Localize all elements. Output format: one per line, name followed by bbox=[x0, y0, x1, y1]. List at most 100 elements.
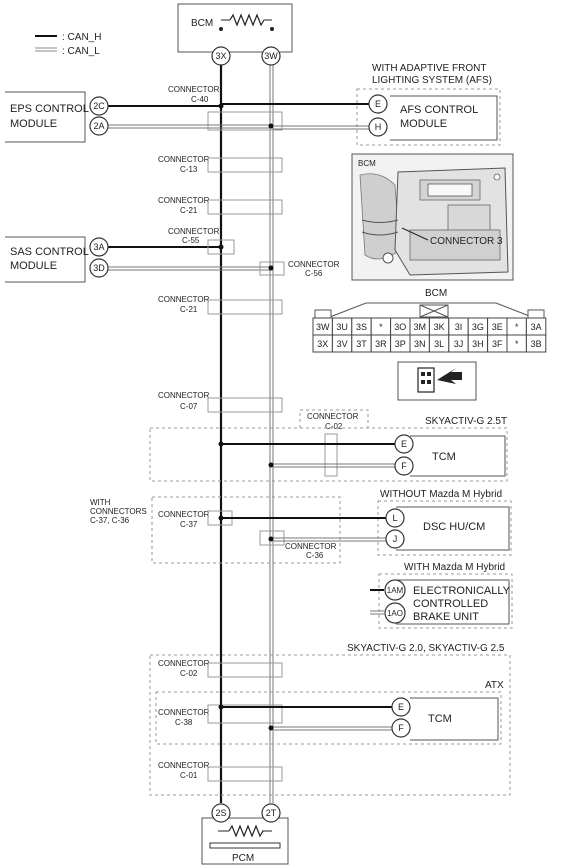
svg-text:C-02: C-02 bbox=[325, 422, 343, 431]
svg-text:CONNECTOR: CONNECTOR bbox=[158, 391, 210, 400]
svg-text:E: E bbox=[398, 702, 404, 712]
pinout-cell bbox=[525, 334, 547, 353]
svg-text:WITH Mazda M Hybrid: WITH Mazda M Hybrid bbox=[404, 562, 505, 573]
svg-text:2C: 2C bbox=[93, 101, 105, 111]
pinout-cell-label: 3A bbox=[531, 322, 542, 332]
svg-text:C-36: C-36 bbox=[306, 551, 324, 560]
legend-can-l: : CAN_L bbox=[62, 46, 100, 57]
svg-text:C-01: C-01 bbox=[180, 771, 198, 780]
bcm-pin-3w bbox=[261, 46, 281, 66]
svg-text:AFS CONTROL: AFS CONTROL bbox=[400, 104, 478, 116]
bcm-label: BCM bbox=[191, 18, 213, 29]
pinout-cell-label: 3I bbox=[455, 322, 463, 332]
pcm-resistor-icon bbox=[228, 824, 264, 838]
connector-c55: CONNECTOR C-55 bbox=[168, 227, 235, 255]
bcm-resistor-icon bbox=[229, 13, 265, 27]
svg-text:CONNECTOR: CONNECTOR bbox=[168, 85, 220, 94]
bcm-module: BCM bbox=[177, 3, 293, 53]
svg-text:CONNECTOR: CONNECTOR bbox=[158, 295, 210, 304]
connector-symbol-icon bbox=[397, 361, 477, 401]
legend: : CAN_H : CAN_L bbox=[35, 32, 101, 57]
svg-text:C-07: C-07 bbox=[180, 402, 198, 411]
svg-text:C-40: C-40 bbox=[191, 95, 209, 104]
connector-c13: CONNECTOR C-13 bbox=[158, 155, 283, 174]
svg-text:2S: 2S bbox=[215, 808, 226, 818]
photo-connector-label: CONNECTOR 3 bbox=[430, 236, 503, 247]
svg-text:CONNECTOR: CONNECTOR bbox=[285, 542, 337, 551]
pinout-cell-label: 3B bbox=[531, 339, 542, 349]
svg-text:CONNECTORS: CONNECTORS bbox=[90, 507, 147, 516]
with-connectors-group: WITH CONNECTORS C-37, C-36 CONNECTOR C-3… bbox=[90, 496, 341, 564]
svg-text:CONNECTOR: CONNECTOR bbox=[158, 659, 210, 668]
sas-control-module: SAS CONTROL MODULE 3A 3D bbox=[5, 236, 274, 283]
connector-c21-lower: CONNECTOR C-21 bbox=[158, 295, 283, 315]
pinout-cell-label: 3F bbox=[492, 339, 503, 349]
connector-c07: CONNECTOR C-07 bbox=[158, 391, 283, 413]
svg-text:3D: 3D bbox=[93, 263, 105, 273]
svg-text:C-02: C-02 bbox=[180, 669, 198, 678]
svg-text:CONNECTOR: CONNECTOR bbox=[158, 510, 210, 519]
pcm-module: PCM bbox=[201, 817, 289, 865]
svg-text:CONNECTOR: CONNECTOR bbox=[158, 761, 210, 770]
svg-text:C-21: C-21 bbox=[180, 305, 198, 314]
connector-c21-upper: CONNECTOR C-21 bbox=[158, 196, 283, 215]
pinout-cell-label: 3J bbox=[454, 339, 464, 349]
pinout-cell-label: 3E bbox=[492, 322, 503, 332]
dsc-pin-l bbox=[385, 508, 405, 528]
pinout-cell-label: 3R bbox=[375, 339, 387, 349]
pinout-cell-label: 3N bbox=[414, 339, 426, 349]
atx-tcm-pin-e bbox=[391, 697, 411, 717]
svg-text:CONNECTOR: CONNECTOR bbox=[158, 708, 210, 717]
pinout-cell-label: 3L bbox=[434, 339, 444, 349]
ecbu-group: WITH Mazda M Hybrid ELECTRONICALLY CONTR… bbox=[370, 562, 513, 629]
sas-pin-3d bbox=[89, 258, 109, 278]
svg-text:SAS CONTROL: SAS CONTROL bbox=[10, 246, 89, 258]
pcm-label: PCM bbox=[232, 853, 254, 864]
pinout-cell-label: 3W bbox=[316, 322, 330, 332]
svg-text:SKYACTIV-G 2.5T: SKYACTIV-G 2.5T bbox=[425, 416, 507, 427]
pinout-cell-label: 3M bbox=[413, 322, 426, 332]
svg-text:L: L bbox=[392, 513, 397, 523]
pcm-pin-2t bbox=[261, 803, 281, 823]
connector-c40: CONNECTOR C-40 bbox=[168, 85, 283, 131]
ecbu-pin-1am bbox=[384, 579, 406, 601]
svg-text:3W: 3W bbox=[264, 51, 278, 61]
svg-text:TCM: TCM bbox=[428, 713, 452, 725]
eps-control-module: EPS CONTROL MODULE 2C 2A bbox=[5, 91, 274, 143]
pinout-cell-label: * bbox=[379, 322, 383, 332]
atx-title: ATX bbox=[485, 680, 504, 691]
ecbu-pin-1ao bbox=[384, 602, 406, 624]
svg-text:CONNECTOR: CONNECTOR bbox=[288, 260, 340, 269]
svg-text:2T: 2T bbox=[266, 808, 277, 818]
svg-text:CONTROLLED: CONTROLLED bbox=[413, 598, 488, 610]
pinout-cell-label: 3X bbox=[317, 339, 328, 349]
skyactiv-2025-group: SKYACTIV-G 2.0, SKYACTIV-G 2.5 CONNECTOR… bbox=[149, 643, 511, 796]
pinout-cell-label: 3T bbox=[356, 339, 367, 349]
svg-text:3X: 3X bbox=[215, 51, 226, 61]
bcm-photo: BCM CONNECTOR 3 bbox=[351, 153, 514, 281]
svg-text:CONNECTOR: CONNECTOR bbox=[307, 412, 359, 421]
eps-pin-2c bbox=[89, 96, 109, 116]
svg-text:F: F bbox=[401, 461, 407, 471]
svg-text:E: E bbox=[375, 99, 381, 109]
svg-text:ELECTRONICALLY: ELECTRONICALLY bbox=[413, 585, 511, 597]
pinout-cell-label: * bbox=[515, 322, 519, 332]
bcm-pin-3x bbox=[211, 46, 231, 66]
sas-pin-3a bbox=[89, 237, 109, 257]
dsc-pin-j bbox=[385, 529, 405, 549]
connector-c56: CONNECTOR C-56 bbox=[259, 260, 340, 278]
afs-pin-e bbox=[368, 94, 388, 114]
legend-can-h: : CAN_H bbox=[62, 32, 101, 43]
svg-text:WITH ADAPTIVE FRONT: WITH ADAPTIVE FRONT bbox=[372, 63, 486, 74]
svg-text:1AO: 1AO bbox=[387, 609, 403, 618]
svg-text:F: F bbox=[398, 723, 404, 733]
svg-text:C-37: C-37 bbox=[180, 520, 198, 529]
afs-module: WITH ADAPTIVE FRONT LIGHTING SYSTEM (AFS… bbox=[221, 63, 501, 146]
svg-text:C-56: C-56 bbox=[305, 269, 323, 278]
svg-text:WITHOUT Mazda M Hybrid: WITHOUT Mazda M Hybrid bbox=[380, 489, 502, 500]
svg-text:BRAKE UNIT: BRAKE UNIT bbox=[413, 611, 479, 623]
svg-text:WITH: WITH bbox=[90, 498, 111, 507]
svg-text:3A: 3A bbox=[93, 242, 104, 252]
